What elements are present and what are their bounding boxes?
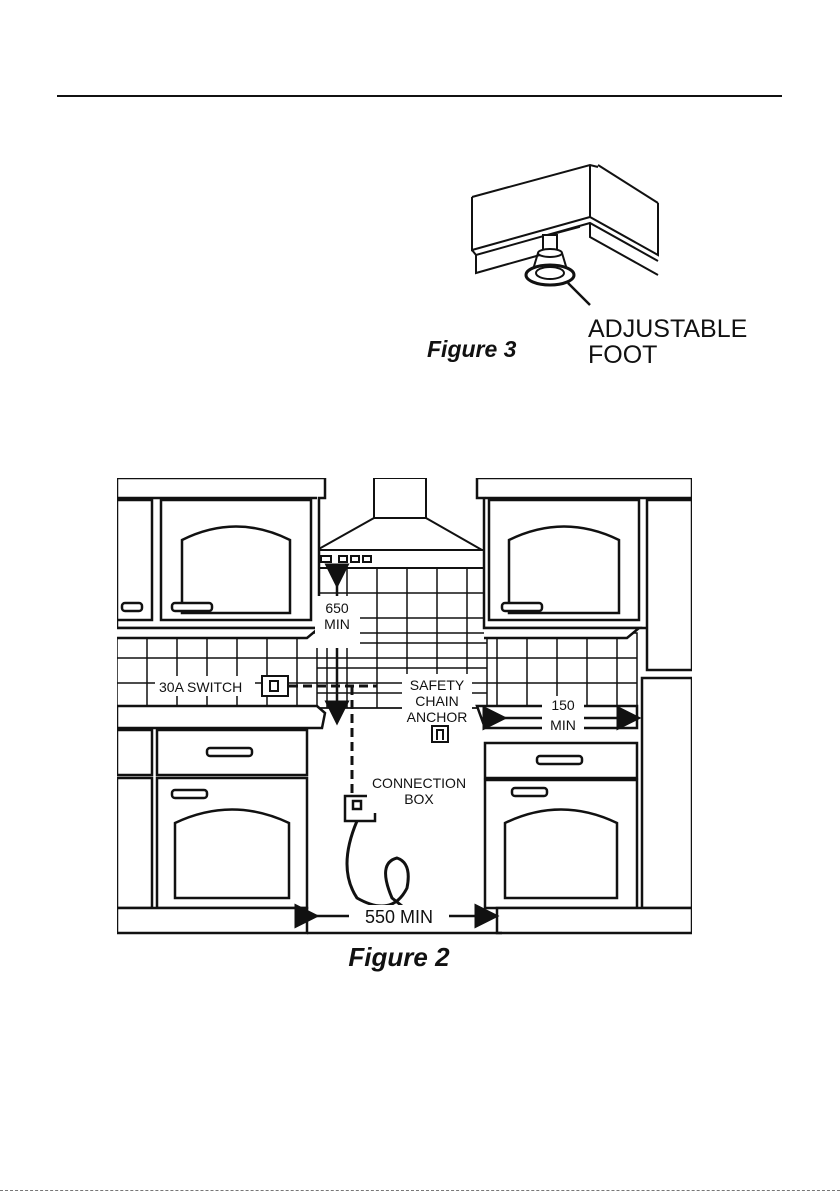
side-unit-label: MIN bbox=[550, 717, 576, 733]
figure-3-illustration: Figure 3 ADJUSTABLE FOOT bbox=[420, 155, 780, 375]
anchor-label-line1: SAFETY bbox=[410, 677, 465, 693]
left-base-units bbox=[117, 706, 325, 933]
figure-2-caption: Figure 2 bbox=[348, 942, 450, 972]
connection-box-label-line1: CONNECTION bbox=[372, 775, 466, 791]
height-unit-label: MIN bbox=[324, 616, 350, 632]
chimney-hood bbox=[311, 478, 489, 568]
figure-2-illustration: 650 MIN 30A SWITCH SAFETY CHAIN ANCHOR 1… bbox=[117, 478, 692, 978]
height-value-label: 650 bbox=[325, 600, 349, 616]
left-wall-cabinets bbox=[117, 478, 325, 638]
foot-label: FOOT bbox=[588, 341, 657, 369]
adjustable-label: ADJUSTABLE bbox=[588, 315, 747, 343]
right-wall-cabinets bbox=[477, 478, 692, 670]
foot-icon bbox=[526, 235, 590, 305]
right-base-units bbox=[477, 678, 692, 933]
page-edge bbox=[0, 1190, 840, 1191]
connection-box-icon bbox=[345, 796, 417, 918]
connection-box-label-line2: BOX bbox=[404, 791, 434, 807]
side-value-label: 150 bbox=[551, 697, 575, 713]
figure-3-caption: Figure 3 bbox=[427, 336, 517, 362]
switch-label: 30A SWITCH bbox=[159, 679, 242, 695]
anchor-label-line3: ANCHOR bbox=[407, 709, 468, 725]
anchor-icon bbox=[432, 726, 448, 742]
anchor-label-line2: CHAIN bbox=[415, 693, 459, 709]
switch-icon bbox=[262, 676, 288, 696]
header-rule bbox=[57, 95, 782, 97]
hood-corner-drawing bbox=[472, 165, 658, 275]
width-label: 550 MIN bbox=[365, 907, 433, 927]
